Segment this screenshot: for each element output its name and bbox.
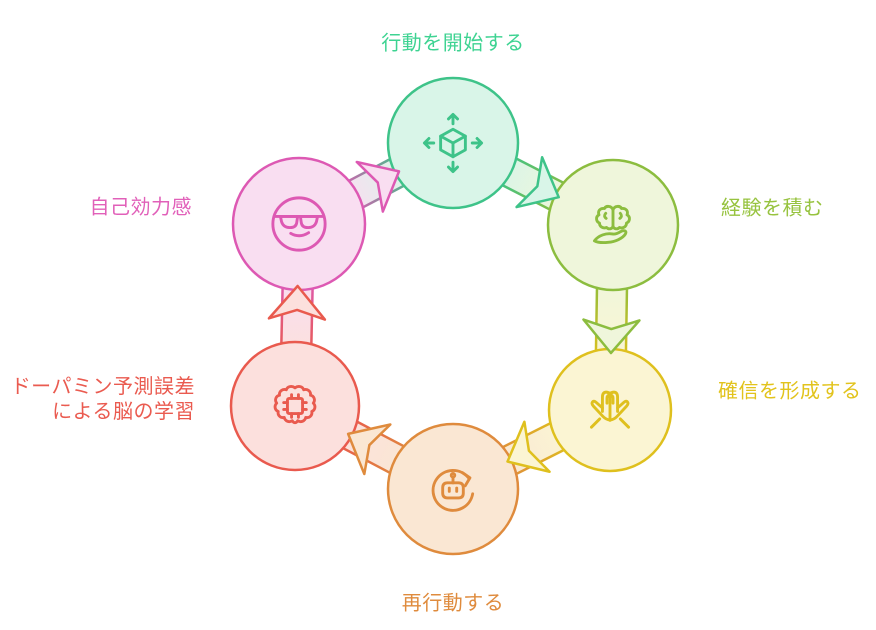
node-label-re-action: 再行動する [401,590,505,615]
node-circle-self-efficacy [231,156,367,292]
brain-chip-icon [273,385,317,425]
node-circle-re-action [386,422,520,556]
arrow-head-dopamine-learning-to-self-efficacy [267,284,327,321]
arrow-head-gain-experience-to-form-conviction [582,318,641,355]
node-label-form-conviction: 確信を形成する [718,378,862,403]
node-circle-dopamine-learning [229,340,361,472]
brain-hand-icon [592,204,631,244]
arrow-head-form-conviction-to-re-action [506,420,551,474]
praying-hands-icon [589,390,631,429]
node-label-self-efficacy: 自己効力感 [89,194,192,219]
arrow-head-self-efficacy-to-start-action [355,160,401,213]
node-label-start-action: 行動を開始する [381,30,525,55]
robot-refresh-icon [431,469,475,512]
node-label-dopamine-learning: ドーパミン予測誤差 による脳の学習 [10,374,195,423]
move-cube-icon [422,112,484,174]
arrow-head-start-action-to-gain-experience [515,155,560,209]
node-label-gain-experience: 経験を積む [721,195,824,220]
arrow-head-re-action-to-dopamine-learning [346,423,392,476]
cool-face-icon [271,196,327,252]
